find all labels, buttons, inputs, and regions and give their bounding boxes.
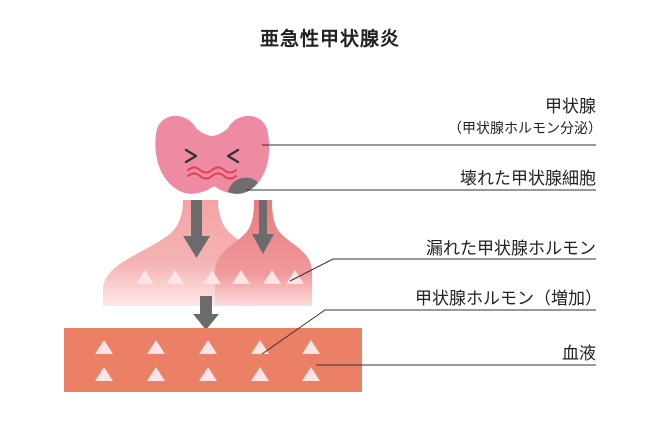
- triangle-hormone-icon: [251, 340, 269, 354]
- right-eye-icon: [226, 148, 240, 164]
- label-blood: 血液: [562, 344, 596, 364]
- triangle-hormone-icon: [166, 270, 184, 284]
- mouth-lower-wave: [187, 172, 237, 180]
- diagram-title: 亜急性甲状腺炎: [259, 28, 400, 50]
- leader-line-leaked-hormone: [289, 258, 596, 282]
- triangle-hormone-icon: [251, 367, 269, 381]
- leader-lines: [246, 144, 596, 366]
- label-leaked-hormone: 漏れた甲状腺ホルモン: [426, 239, 596, 259]
- triangle-hormone-icon: [302, 340, 320, 354]
- triangle-hormone-icon: [199, 367, 217, 381]
- down-arrow-icon: [252, 200, 274, 254]
- blood-vessel: [64, 328, 362, 392]
- down-arrow-icon: [193, 296, 219, 330]
- triangle-hormone-icon: [302, 367, 320, 381]
- triangle-hormone-icon: [95, 367, 113, 381]
- thyroid-gland: [155, 115, 270, 194]
- triangle-hormone-icon: [232, 270, 250, 284]
- flow-arrows: [183, 200, 274, 330]
- triangle-hormone-icon: [147, 367, 165, 381]
- label-hormone-increase: 甲状腺ホルモン（増加）: [415, 289, 602, 309]
- triangle-hormone-icon: [147, 340, 165, 354]
- triangle-hormone-icon: [136, 270, 154, 284]
- down-arrow-icon: [183, 200, 210, 258]
- triangle-hormone-icon: [199, 340, 217, 354]
- mouth-upper-wave: [187, 166, 237, 174]
- triangle-hormone-icon: [203, 270, 221, 284]
- label-thyroid: 甲状腺: [545, 97, 596, 117]
- leader-line-hormone-increase: [261, 309, 596, 355]
- left-eye-icon: [184, 148, 198, 164]
- triangle-hormone-icon: [95, 340, 113, 354]
- thyroid-body: [155, 115, 270, 194]
- label-broken-cells: 壊れた甲状腺細胞: [460, 169, 596, 189]
- label-thyroid-secretion: （甲状腺ホルモン分泌）: [448, 121, 602, 137]
- blood-hormone-triangles: [95, 340, 320, 381]
- triangle-hormone-icon: [263, 270, 281, 284]
